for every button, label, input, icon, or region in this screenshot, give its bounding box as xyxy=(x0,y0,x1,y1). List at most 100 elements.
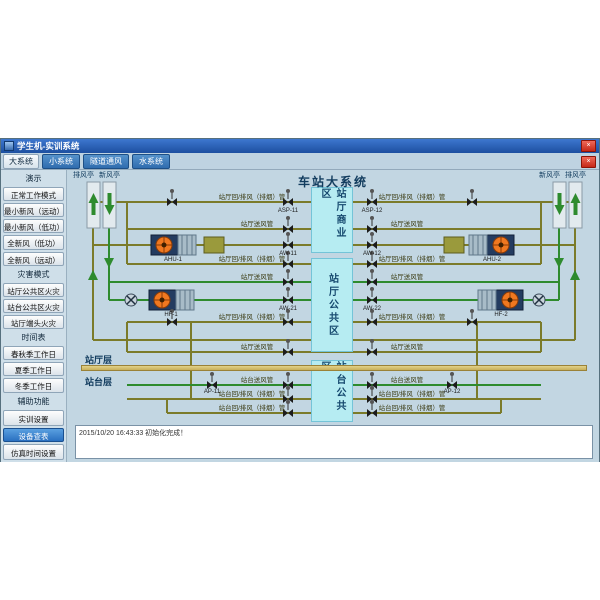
device-tag: AW-11 xyxy=(279,251,297,257)
damper-icon[interactable] xyxy=(283,232,293,249)
damper-icon[interactable] xyxy=(367,232,377,249)
duct-label: 站台回/排风（排烟）管 xyxy=(379,391,446,398)
sidebar-button[interactable]: 最小新风（远动） xyxy=(3,203,64,217)
level-label-hall: 站厅层 xyxy=(85,353,112,366)
damper-icon[interactable] xyxy=(467,189,477,206)
sidebar-button[interactable]: 最小新风（低功） xyxy=(3,219,64,233)
tab-bar: 大系统 小系统 隧道通风 水系统 × xyxy=(1,153,599,170)
device-tag: ASP-12 xyxy=(362,208,383,214)
sidebar-button[interactable]: 正常工作模式 xyxy=(3,187,64,201)
damper-icon[interactable] xyxy=(167,189,177,206)
tab-water-system[interactable]: 水系统 xyxy=(132,154,170,169)
diagram: 站厅商业区 站厅公共区 站台公共区 车站大系统 排风亭 新风亭 新风亭 排风亭 xyxy=(67,170,599,462)
zone-label: 站厅商业区 xyxy=(317,188,347,252)
device-tag: AW-12 xyxy=(363,251,381,257)
sidebar-button[interactable]: 实训设置 xyxy=(3,410,64,426)
damper-icon[interactable] xyxy=(283,339,293,356)
damper-icon[interactable] xyxy=(367,339,377,356)
sidebar-button[interactable]: 冬季工作日 xyxy=(3,378,64,392)
duct-label: 站台送风管 xyxy=(241,377,274,384)
propeller-fan-icon[interactable] xyxy=(125,294,137,306)
sidebar-group-label: 辅助功能 xyxy=(3,395,64,408)
damper-icon[interactable] xyxy=(447,372,457,389)
duct-label: 站厅送风管 xyxy=(391,221,424,228)
tower-labels-right: 新风亭 排风亭 xyxy=(539,170,586,180)
duct-label: 站台回/排风（排烟）管 xyxy=(219,405,286,412)
app-window: 学生机-实训系统 × 大系统 小系统 隧道通风 水系统 × 演示正常工作模式最小… xyxy=(0,138,600,462)
duct-label: 站厅回/排风（排烟）管 xyxy=(219,314,286,321)
damper-icon[interactable] xyxy=(367,287,377,304)
log-entry: 2015/10/20 16:43:33 初始化完成！ xyxy=(76,426,592,440)
duct-label: 站厅送风管 xyxy=(241,221,274,228)
tab-small-system[interactable]: 小系统 xyxy=(42,154,80,169)
sidebar-group-label: 灾害模式 xyxy=(3,268,64,281)
duct-label: 站台回/排风（排烟）管 xyxy=(379,405,446,412)
sidebar-button[interactable]: 夏季工作日 xyxy=(3,362,64,376)
device-tag: AHU-2 xyxy=(483,257,501,263)
duct-label: 站厅回/排风（排烟）管 xyxy=(379,256,446,263)
log-panel[interactable]: 2015/10/20 16:43:33 初始化完成！ xyxy=(75,425,593,459)
sidebar-button[interactable]: 站台公共区火灾 xyxy=(3,299,64,313)
damper-icon[interactable] xyxy=(367,400,377,417)
silencer-box-icon xyxy=(204,237,224,253)
tower-label: 新风亭 xyxy=(539,170,560,180)
window-title: 学生机-实训系统 xyxy=(17,140,578,152)
tower-label: 新风亭 xyxy=(99,170,120,180)
app-icon xyxy=(4,141,14,151)
sidebar-button[interactable]: 全新风（低功） xyxy=(3,235,64,249)
sidebar-group-label: 时间表 xyxy=(3,331,64,344)
close-button[interactable]: × xyxy=(581,140,596,152)
propeller-fan-icon[interactable] xyxy=(533,294,545,306)
titlebar: 学生机-实训系统 × xyxy=(1,139,599,153)
zone-hall-commercial: 站厅商业区 xyxy=(311,187,353,253)
duct-label: 站厅回/排风（排烟）管 xyxy=(379,314,446,321)
duct-label: 站厅回/排风（排烟）管 xyxy=(379,194,446,201)
sidebar-button[interactable]: 站厅公共区火灾 xyxy=(3,283,64,297)
sidebar-button[interactable]: 全新风（远动） xyxy=(3,252,64,266)
duct-label: 站厅送风管 xyxy=(391,274,424,281)
device-tag: AP-11 xyxy=(204,389,220,395)
device-tag: AW-21 xyxy=(279,306,297,312)
zone-hall-public: 站厅公共区 xyxy=(311,258,353,352)
fan-icon[interactable] xyxy=(151,235,196,255)
fan-icon[interactable] xyxy=(478,290,523,310)
damper-icon[interactable] xyxy=(367,189,377,206)
damper-icon[interactable] xyxy=(283,287,293,304)
damper-icon[interactable] xyxy=(207,372,217,389)
tower-label: 排风亭 xyxy=(73,170,94,180)
sidebar-button[interactable]: 春秋季工作日 xyxy=(3,346,64,360)
device-tag: HF-2 xyxy=(494,312,507,318)
sidebar-button[interactable]: 站厅端头火灾 xyxy=(3,315,64,329)
level-label-platform: 站台层 xyxy=(85,375,112,388)
damper-icon[interactable] xyxy=(283,216,293,233)
diagram-title: 车站大系统 xyxy=(67,173,599,190)
damper-icon[interactable] xyxy=(283,269,293,286)
device-tag: AP-12 xyxy=(444,389,461,395)
fan-icon[interactable] xyxy=(469,235,514,255)
damper-icon[interactable] xyxy=(367,269,377,286)
tower-labels-left: 排风亭 新风亭 xyxy=(73,170,120,180)
device-tag: AHU-1 xyxy=(164,257,182,263)
fan-icon[interactable] xyxy=(149,290,194,310)
device-tag: AW-22 xyxy=(363,306,381,312)
device-tag: ASP-11 xyxy=(278,208,298,214)
duct-label: 站台送风管 xyxy=(391,377,424,384)
sidebar-group-label: 演示 xyxy=(3,172,64,185)
sidebar: 演示正常工作模式最小新风（远动） 最小新风（低功） 全新风（低功） 全新风（远动） 灾害… xyxy=(1,170,67,462)
tab-close-button[interactable]: × xyxy=(581,156,596,168)
duct-label: 站台回/排风（排烟）管 xyxy=(219,391,286,398)
floor-slab xyxy=(81,365,587,371)
zone-label: 站厅公共区 xyxy=(325,273,340,338)
tab-large-system[interactable]: 大系统 xyxy=(3,154,39,169)
sidebar-button[interactable]: 仿真时间设置 xyxy=(3,444,64,460)
damper-icon[interactable] xyxy=(467,309,477,326)
silencer-box-icon xyxy=(444,237,464,253)
damper-icon[interactable] xyxy=(367,216,377,233)
duct-label: 站厅送风管 xyxy=(241,344,274,351)
duct-label: 站厅回/排风（排烟）管 xyxy=(219,256,286,263)
duct-label: 站厅送风管 xyxy=(241,274,274,281)
sidebar-button[interactable]: 设备查表 xyxy=(3,428,64,442)
device-tag: HF-1 xyxy=(164,312,177,318)
tab-tunnel-ventilation[interactable]: 隧道通风 xyxy=(83,154,129,169)
